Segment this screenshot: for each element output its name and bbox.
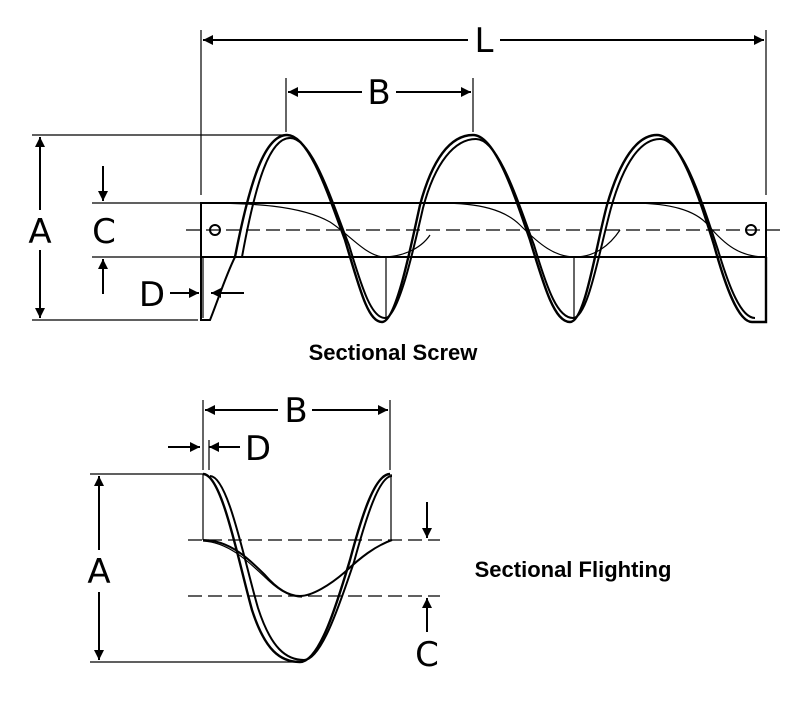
- dimension-label-C: C: [92, 212, 116, 252]
- flighting-dimension-label-B: B: [284, 391, 307, 431]
- dimension-A-screw: A: [28, 134, 288, 321]
- sectional-screw-diagram: L B A C D: [28, 21, 780, 365]
- dimension-L: L: [200, 21, 767, 195]
- dimension-B-flighting: B: [202, 391, 391, 470]
- sectional-screw-caption: Sectional Screw: [309, 340, 479, 365]
- dimension-label-D: D: [139, 275, 165, 315]
- sectional-flighting-caption: Sectional Flighting: [475, 557, 672, 582]
- dimension-C-flighting: C: [188, 502, 440, 675]
- flighting-shape: [202, 472, 393, 664]
- screw-flighting: [200, 133, 768, 324]
- dimension-label-L: L: [475, 21, 494, 61]
- flighting-dimension-label-D: D: [245, 429, 271, 469]
- dimension-C-screw: C: [92, 166, 200, 294]
- dimension-label-A: A: [28, 212, 51, 252]
- sectional-flighting-diagram: B D A C: [87, 391, 671, 675]
- dimension-D-screw: D: [139, 275, 244, 315]
- dimension-B-screw: B: [285, 73, 474, 132]
- flighting-dimension-label-A: A: [87, 552, 110, 592]
- flighting-dimension-label-C: C: [415, 635, 439, 675]
- bolt-hole-right: [745, 224, 757, 236]
- dimension-D-flighting: D: [168, 429, 271, 470]
- dimension-label-B: B: [367, 73, 390, 113]
- dimension-A-flighting: A: [87, 473, 302, 663]
- bolt-hole-left: [209, 224, 221, 236]
- screw-pipe: [186, 202, 780, 258]
